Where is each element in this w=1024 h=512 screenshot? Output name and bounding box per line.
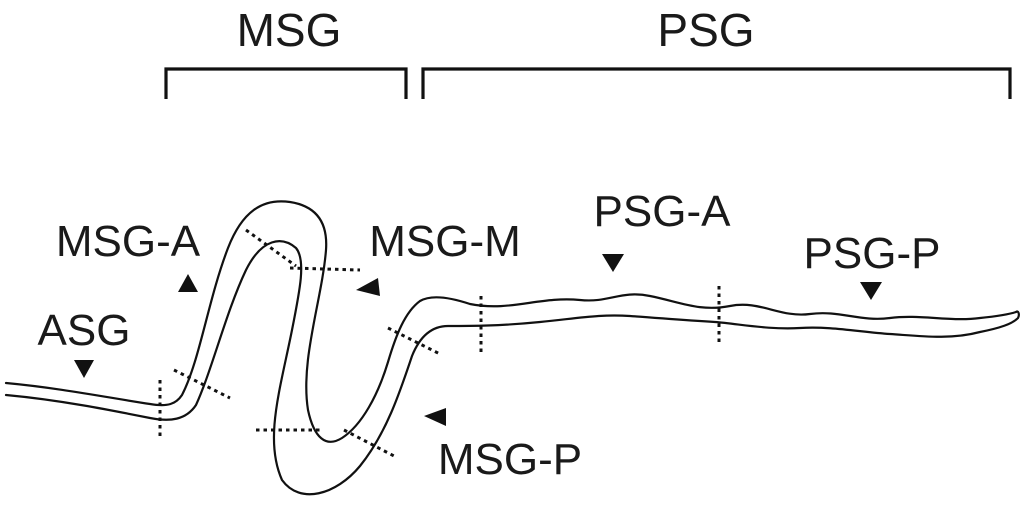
pointer-psg-p-icon [860, 282, 882, 300]
label-msg-p: MSG-P [424, 408, 582, 484]
label-msg-a-text: MSG-A [56, 217, 201, 266]
pointer-msg-m-icon [356, 278, 380, 296]
gland-outline-outer [4, 200, 1018, 443]
msg-bracket: MSG [164, 4, 408, 99]
boundary-msg-p-psg [387, 326, 441, 356]
label-msg-a: MSG-A [56, 217, 201, 292]
label-psg-a-text: PSG-A [594, 187, 732, 236]
psg-bracket-label: PSG [657, 4, 754, 56]
label-psg-a: PSG-A [594, 187, 732, 272]
pointer-asg-icon [74, 360, 94, 378]
msg-bracket-line [164, 67, 408, 99]
label-msg-m: MSG-M [356, 217, 521, 296]
msg-bracket-label: MSG [237, 4, 342, 56]
boundary-msg-a-cut-lower [173, 368, 231, 400]
boundary-msg-a-msg-m [289, 266, 361, 272]
boundary-msg-a-cut-upper [245, 228, 297, 268]
pointer-msg-p-icon [424, 408, 446, 426]
gland-outline-inner [4, 240, 1020, 496]
boundary-msg-p-cut-lower [343, 428, 395, 458]
pointer-msg-a-icon [178, 274, 198, 292]
label-psg-p: PSG-P [804, 229, 941, 300]
segment-boundaries [158, 228, 721, 458]
label-msg-p-text: MSG-P [438, 435, 582, 484]
psg-bracket: PSG [421, 4, 1012, 99]
pointer-psg-a-icon [602, 254, 624, 272]
label-asg: ASG [38, 306, 131, 378]
label-psg-p-text: PSG-P [804, 229, 941, 278]
psg-bracket-line [421, 67, 1012, 99]
label-msg-m-text: MSG-M [369, 217, 521, 266]
label-asg-text: ASG [38, 306, 131, 355]
